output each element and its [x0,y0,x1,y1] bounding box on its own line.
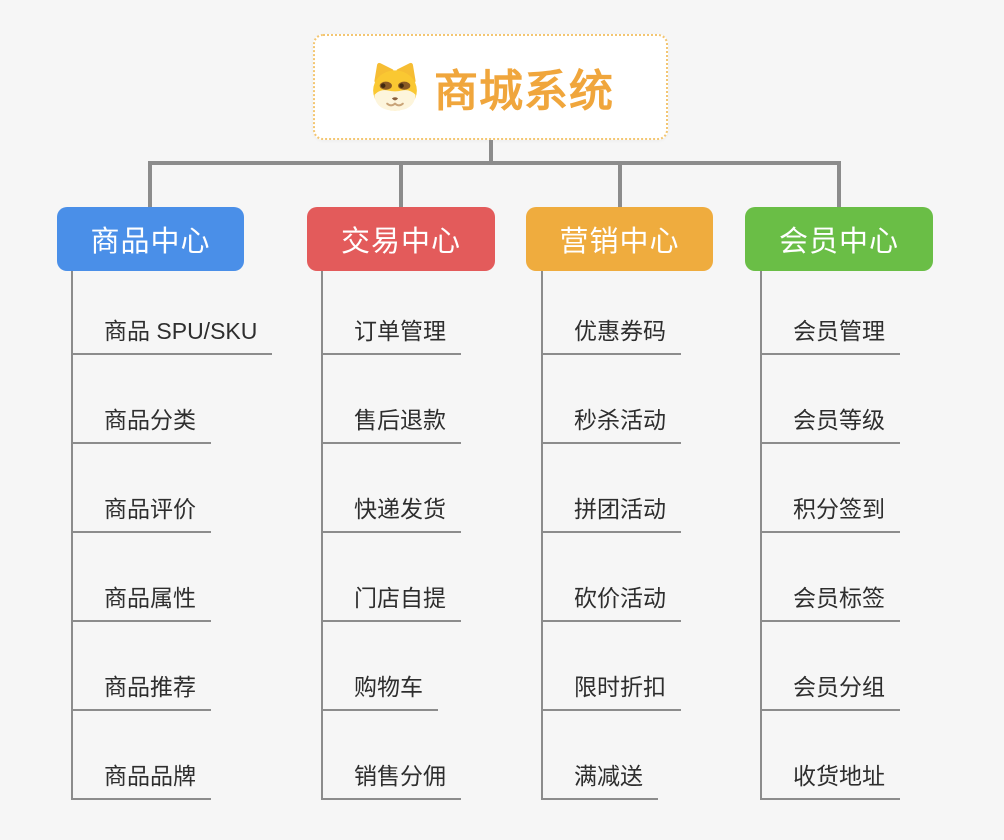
branch-children-trade-center: 订单管理售后退款快递发货门店自提购物车销售分佣 [321,271,461,800]
connector-drop-branch-4 [837,165,841,207]
leaf-node[interactable]: 商品属性 [73,533,211,622]
leaf-node[interactable]: 商品 SPU/SKU [73,271,273,355]
branch-node-trade-center[interactable]: 交易中心 [307,207,495,271]
branch-node-marketing-center[interactable]: 营销中心 [526,207,713,271]
leaf-node[interactable]: 积分签到 [762,444,900,533]
connector-horizontal-bus [148,161,841,165]
connector-drop-branch-3 [618,165,622,207]
root-node[interactable]: 商城系统 [313,34,668,140]
leaf-node[interactable]: 收货地址 [762,711,900,800]
leaf-node[interactable]: 售后退款 [323,355,461,444]
leaf-node[interactable]: 会员标签 [762,533,900,622]
leaf-node[interactable]: 门店自提 [323,533,461,622]
leaf-node[interactable]: 商品分类 [73,355,211,444]
leaf-node[interactable]: 会员分组 [762,622,900,711]
leaf-node[interactable]: 满减送 [543,711,658,800]
leaf-node[interactable]: 订单管理 [323,271,461,355]
branch-node-member-center[interactable]: 会员中心 [745,207,933,271]
connector-drop-branch-2 [399,165,403,207]
branch-children-marketing-center: 优惠券码秒杀活动拼团活动砍价活动限时折扣满减送 [541,271,681,800]
leaf-node[interactable]: 优惠券码 [543,271,681,355]
root-title: 商城系统 [434,67,614,116]
leaf-node[interactable]: 商品品牌 [73,711,211,800]
leaf-node[interactable]: 会员等级 [762,355,900,444]
leaf-node[interactable]: 商品评价 [73,444,211,533]
leaf-node[interactable]: 限时折扣 [543,622,681,711]
leaf-node[interactable]: 砍价活动 [543,533,681,622]
connector-root-drop [489,140,493,161]
dog-face-icon [373,62,417,111]
leaf-node[interactable]: 商品推荐 [73,622,211,711]
leaf-node[interactable]: 秒杀活动 [543,355,681,444]
connector-drop-branch-1 [148,165,152,207]
branch-node-product-center[interactable]: 商品中心 [57,207,244,271]
leaf-node[interactable]: 会员管理 [762,271,900,355]
branch-children-member-center: 会员管理会员等级积分签到会员标签会员分组收货地址 [760,271,900,800]
leaf-node[interactable]: 拼团活动 [543,444,681,533]
leaf-node[interactable]: 销售分佣 [323,711,461,800]
leaf-node[interactable]: 购物车 [323,622,438,711]
leaf-node[interactable]: 快递发货 [323,444,461,533]
